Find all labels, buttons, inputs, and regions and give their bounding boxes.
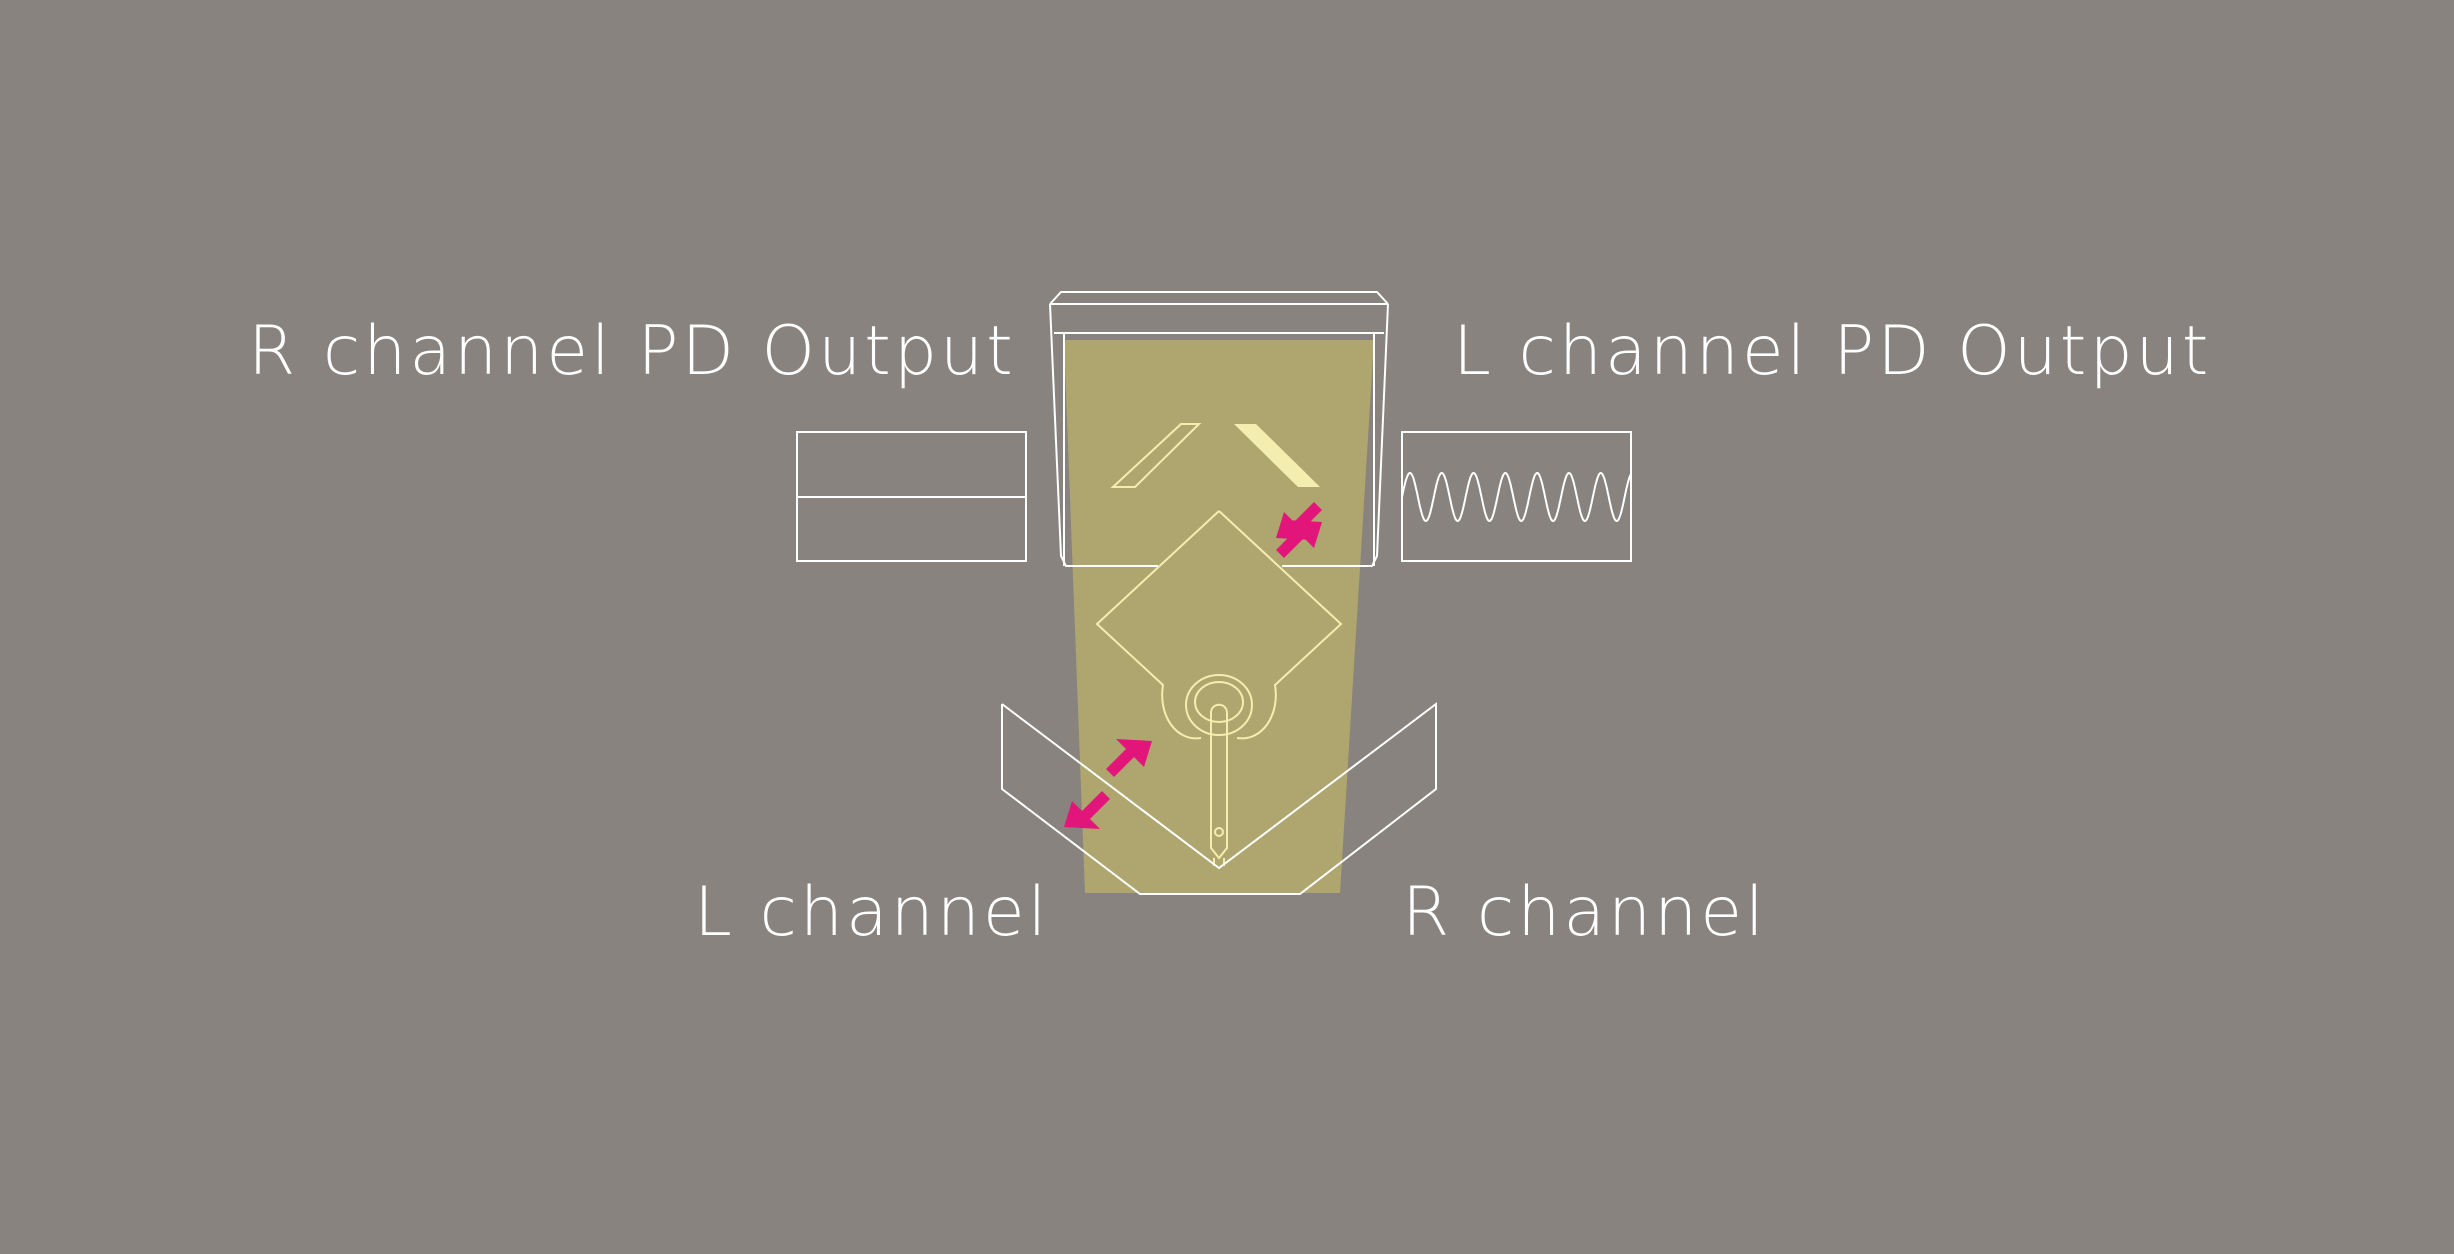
- light-beam: [1064, 340, 1374, 893]
- r-channel-pd-output-label: R channel PD Output: [248, 312, 1016, 391]
- l-channel-pd-output-label: L channel PD Output: [1453, 312, 2212, 391]
- l-channel-sine-signal: [1401, 471, 1632, 523]
- l-channel-output-box: [1401, 431, 1632, 562]
- left-prism: [1110, 423, 1202, 488]
- r-channel-label: R channel: [1402, 873, 1767, 952]
- l-channel-label: L channel: [694, 873, 1050, 952]
- diamond-reflector: [1095, 510, 1343, 740]
- photodetector-housing: [1049, 291, 1389, 567]
- lower-motion-arrows: [1064, 739, 1152, 829]
- right-prism: [1234, 424, 1320, 487]
- groove-walls: [1001, 701, 1437, 895]
- stylus-assembly: [1185, 674, 1253, 866]
- r-channel-output-box: [796, 431, 1027, 562]
- upper-motion-arrows: [1276, 502, 1322, 558]
